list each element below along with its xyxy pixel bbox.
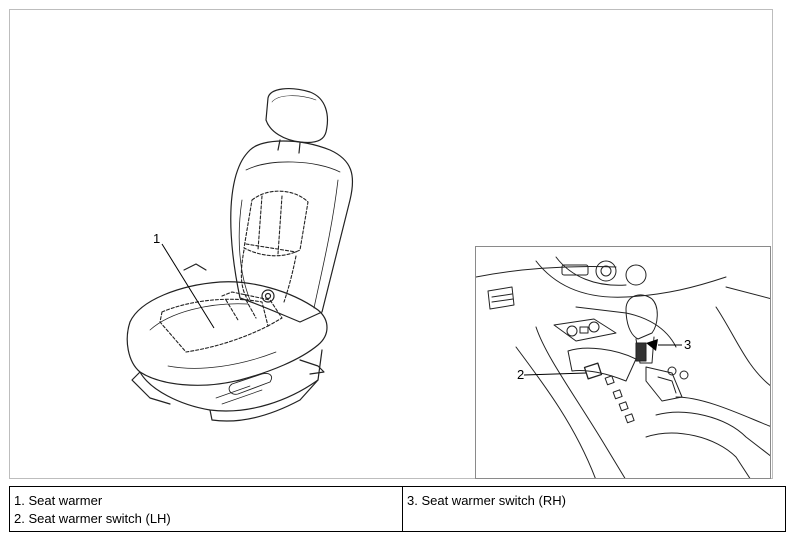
legend-item-switch-lh: 2. Seat warmer switch (LH) <box>14 511 171 526</box>
callout-3: 3 <box>684 337 692 352</box>
callout-2: 2 <box>517 367 525 382</box>
legend-item-seat-warmer: 1. Seat warmer <box>14 493 103 508</box>
inset-console-detail: 2 3 <box>475 246 771 479</box>
legend-cell-right: 3. Seat warmer switch (RH) <box>402 486 786 532</box>
legend-cell-left: 1. Seat warmer 2. Seat warmer switch (LH… <box>9 486 403 532</box>
legend-table: 1. Seat warmer 2. Seat warmer switch (LH… <box>9 486 786 532</box>
seat-illustration <box>126 88 354 422</box>
legend-item-switch-rh: 3. Seat warmer switch (RH) <box>407 493 566 508</box>
callout-1: 1 <box>153 231 161 246</box>
legend-row: 1. Seat warmer 2. Seat warmer switch (LH… <box>9 486 786 532</box>
console-illustration <box>476 256 770 478</box>
